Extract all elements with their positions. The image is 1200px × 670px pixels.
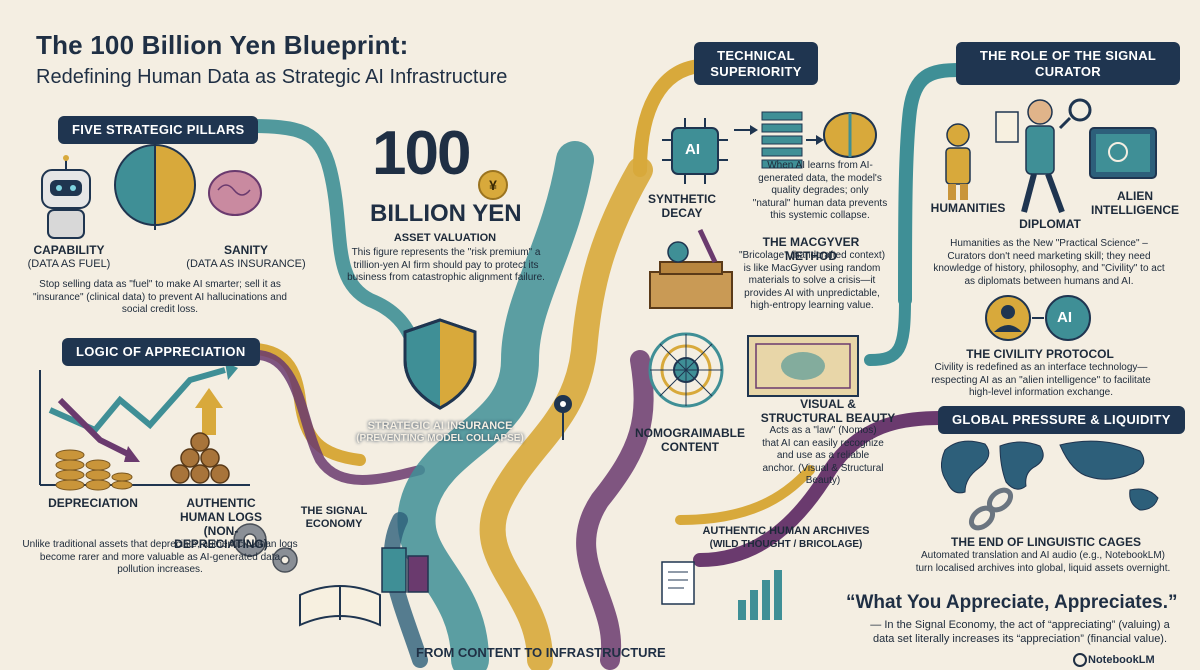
quote-text: “What You Appreciate, Appreciates.”: [846, 592, 1178, 613]
synthetic-decay-label: SYNTHETIC DECAY: [647, 192, 716, 220]
arrow-right-icon: [806, 135, 824, 145]
curator-body: Humanities as the New "Practical Science…: [933, 238, 1165, 287]
technical-heading: TECHNICAL SUPERIORITY: [694, 42, 818, 86]
authentic-logs-label: AUTHENTIC HUMAN LOGS (NON-DEPRECIATING): [174, 496, 268, 552]
pillars-body: Stop selling data as "fuel" to make AI s…: [33, 279, 287, 315]
alien-intelligence-label: ALIEN INTELLIGENCE: [1090, 189, 1179, 217]
mandala-icon: [648, 332, 724, 408]
ai-chip-icon: [662, 118, 728, 184]
macgyver-label: THE MACGYVER METHOD: [762, 235, 860, 263]
ai-chip-label: AI: [685, 141, 700, 158]
page-title: The 100 Billion Yen Blueprint:: [36, 30, 409, 60]
valuation-label: ASSET VALUATION: [393, 232, 497, 244]
books-icon: [381, 547, 429, 593]
appreciation-chart-icon: [39, 362, 250, 491]
document-icon: [661, 561, 695, 605]
human-figure-icon: [945, 123, 971, 200]
gears-icon: [233, 523, 298, 573]
bar-chart-icon: [738, 570, 782, 620]
archives-label: AUTHENTIC HUMAN ARCHIVES: [702, 525, 870, 537]
arrow-right-icon: [734, 125, 758, 135]
magnifier-icon: [1058, 98, 1092, 130]
appreciation-body: Unlike traditional assets that depreciat…: [22, 539, 298, 575]
depreciation-label: DEPRECIATION: [48, 496, 138, 510]
toolbox-icon: [649, 228, 733, 309]
footer-label: FROM CONTENT TO INFRASTRUCTURE: [416, 645, 666, 660]
brand-label: NotebookLM: [1088, 654, 1155, 666]
ornate-pattern-icon: [747, 335, 859, 397]
insurance-label: STRATEGIC AI INSURANCE: [367, 420, 513, 432]
sanity-label: SANITY: [223, 243, 268, 257]
humanities-label: HUMANITIES: [930, 201, 1006, 215]
pillars-heading: FIVE STRATEGIC PILLARS: [58, 116, 259, 144]
visual-beauty-body: Acts as a "law" (Nomos) that AI can easi…: [762, 425, 884, 486]
open-book-icon: [299, 585, 381, 627]
balance-circle-icon: [114, 140, 196, 230]
notebooklm-logo-icon: [1073, 653, 1087, 667]
insurance-sub: (PREVENTING MODEL COLLAPSE): [356, 433, 524, 444]
nomograimable-label: NOMOGRAIMABLE CONTENT: [635, 426, 745, 454]
appreciation-heading: LOGIC OF APPRECIATION: [62, 338, 260, 366]
data-stack-icon: [761, 111, 803, 169]
location-pin-icon: [554, 395, 572, 440]
diplomat-figure-icon: [995, 99, 1065, 214]
linguistic-cages-label: THE END OF LINGUISTIC CAGES: [950, 535, 1141, 549]
synthetic-decay-body: When AI learns from AI-generated data, t…: [752, 160, 888, 221]
monitor-icon: [1089, 127, 1157, 179]
macgyver-body: "Bricolage" (handcrafted context) is lik…: [738, 250, 886, 311]
diplomat-label: DIPLOMAT: [1019, 217, 1081, 231]
yen-coin-icon: ¥: [478, 170, 508, 200]
archives-sub: (WILD THOUGHT / BRICOLAGE): [709, 539, 863, 550]
capability-label: CAPABILITY: [33, 243, 105, 257]
valuation-body: This figure represents the "risk premium…: [347, 247, 545, 283]
decaying-brain-icon: [823, 112, 877, 158]
ai-badge-label: AI: [1057, 309, 1072, 326]
capability-sub: (DATA AS FUEL): [27, 258, 111, 270]
global-heading: GLOBAL PRESSURE & LIQUIDITY: [938, 406, 1185, 434]
page-subtitle: Redefining Human Data as Strategic AI In…: [36, 66, 508, 88]
civility-person-icon: [985, 295, 1031, 341]
linguistic-cages-body: Automated translation and AI audio (e.g.…: [915, 550, 1171, 574]
brain-icon: [208, 170, 262, 216]
robot-icon: [41, 155, 91, 239]
shield-icon: [403, 318, 477, 410]
civility-body: Civility is redefined as an interface te…: [931, 362, 1151, 398]
visual-beauty-label: VISUAL & STRUCTURAL BEAUTY: [760, 397, 896, 425]
valuation-number: 100: [372, 119, 471, 188]
quote-body: — In the Signal Economy, the act of “app…: [870, 619, 1170, 645]
world-map-icon: [941, 440, 1159, 511]
ai-badge-icon: [1045, 295, 1091, 341]
curator-heading: THE ROLE OF THE SIGNAL CURATOR: [956, 42, 1180, 86]
civility-label: THE CIVILITY PROTOCOL: [966, 347, 1114, 361]
sanity-sub: (DATA AS INSURANCE): [186, 258, 306, 270]
valuation-unit: BILLION YEN: [370, 200, 522, 227]
signal-economy-label: THE SIGNAL ECONOMY: [300, 505, 368, 530]
broken-chain-icon: [968, 487, 1014, 531]
